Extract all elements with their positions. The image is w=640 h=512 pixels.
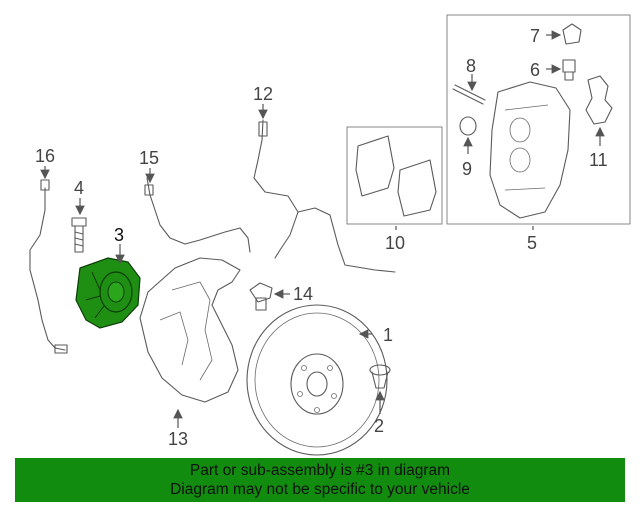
callout-9: 9 xyxy=(462,159,472,179)
brake-pad-group-box xyxy=(346,126,443,225)
brake-pads-part xyxy=(355,135,437,217)
brake-assembly-diagram: 1 2 3 4 5 6 7 8 9 10 11 12 13 14 15 16 xyxy=(29,14,631,456)
notice-line-disclaimer: Diagram may not be specific to your vehi… xyxy=(170,481,470,498)
brake-dust-shield-part xyxy=(139,257,241,403)
cap-part xyxy=(562,23,582,45)
caliper-group-box xyxy=(446,14,631,225)
guide-pin-part xyxy=(452,84,486,105)
notice-line-part-number: Part or sub-assembly is #3 in diagram xyxy=(189,462,451,479)
callout-2: 2 xyxy=(374,416,384,436)
wheel-hub-bearing-part xyxy=(75,257,141,329)
spring-clip-part xyxy=(585,75,613,125)
brake-hose-part xyxy=(144,177,251,253)
brake-rotor-part xyxy=(246,304,388,456)
callout-5: 5 xyxy=(527,233,537,253)
callout-6: 6 xyxy=(530,60,540,80)
rotor-screw-part xyxy=(369,364,391,389)
callout-11: 11 xyxy=(589,150,608,170)
callout-13: 13 xyxy=(168,429,188,449)
callout-16: 16 xyxy=(35,146,55,166)
brake-caliper-part xyxy=(489,81,571,219)
shield-bolt-part xyxy=(249,282,273,311)
callout-8: 8 xyxy=(466,56,476,76)
callout-7: 7 xyxy=(530,26,540,46)
callout-3: 3 xyxy=(114,225,124,245)
seal-ring-part xyxy=(459,116,477,136)
hub-bolt-part xyxy=(71,217,87,253)
brake-line-part xyxy=(253,119,396,273)
callout-15: 15 xyxy=(139,148,159,168)
callout-1: 1 xyxy=(383,325,393,345)
callout-10: 10 xyxy=(385,233,405,253)
callout-4: 4 xyxy=(74,178,84,198)
abs-sensor-wire-part xyxy=(29,179,68,354)
diagram-notice-banner: Part or sub-assembly is #3 in diagram Di… xyxy=(15,458,625,502)
bleeder-valve-part xyxy=(562,59,576,81)
callout-12: 12 xyxy=(253,84,273,104)
callout-14: 14 xyxy=(293,284,313,304)
